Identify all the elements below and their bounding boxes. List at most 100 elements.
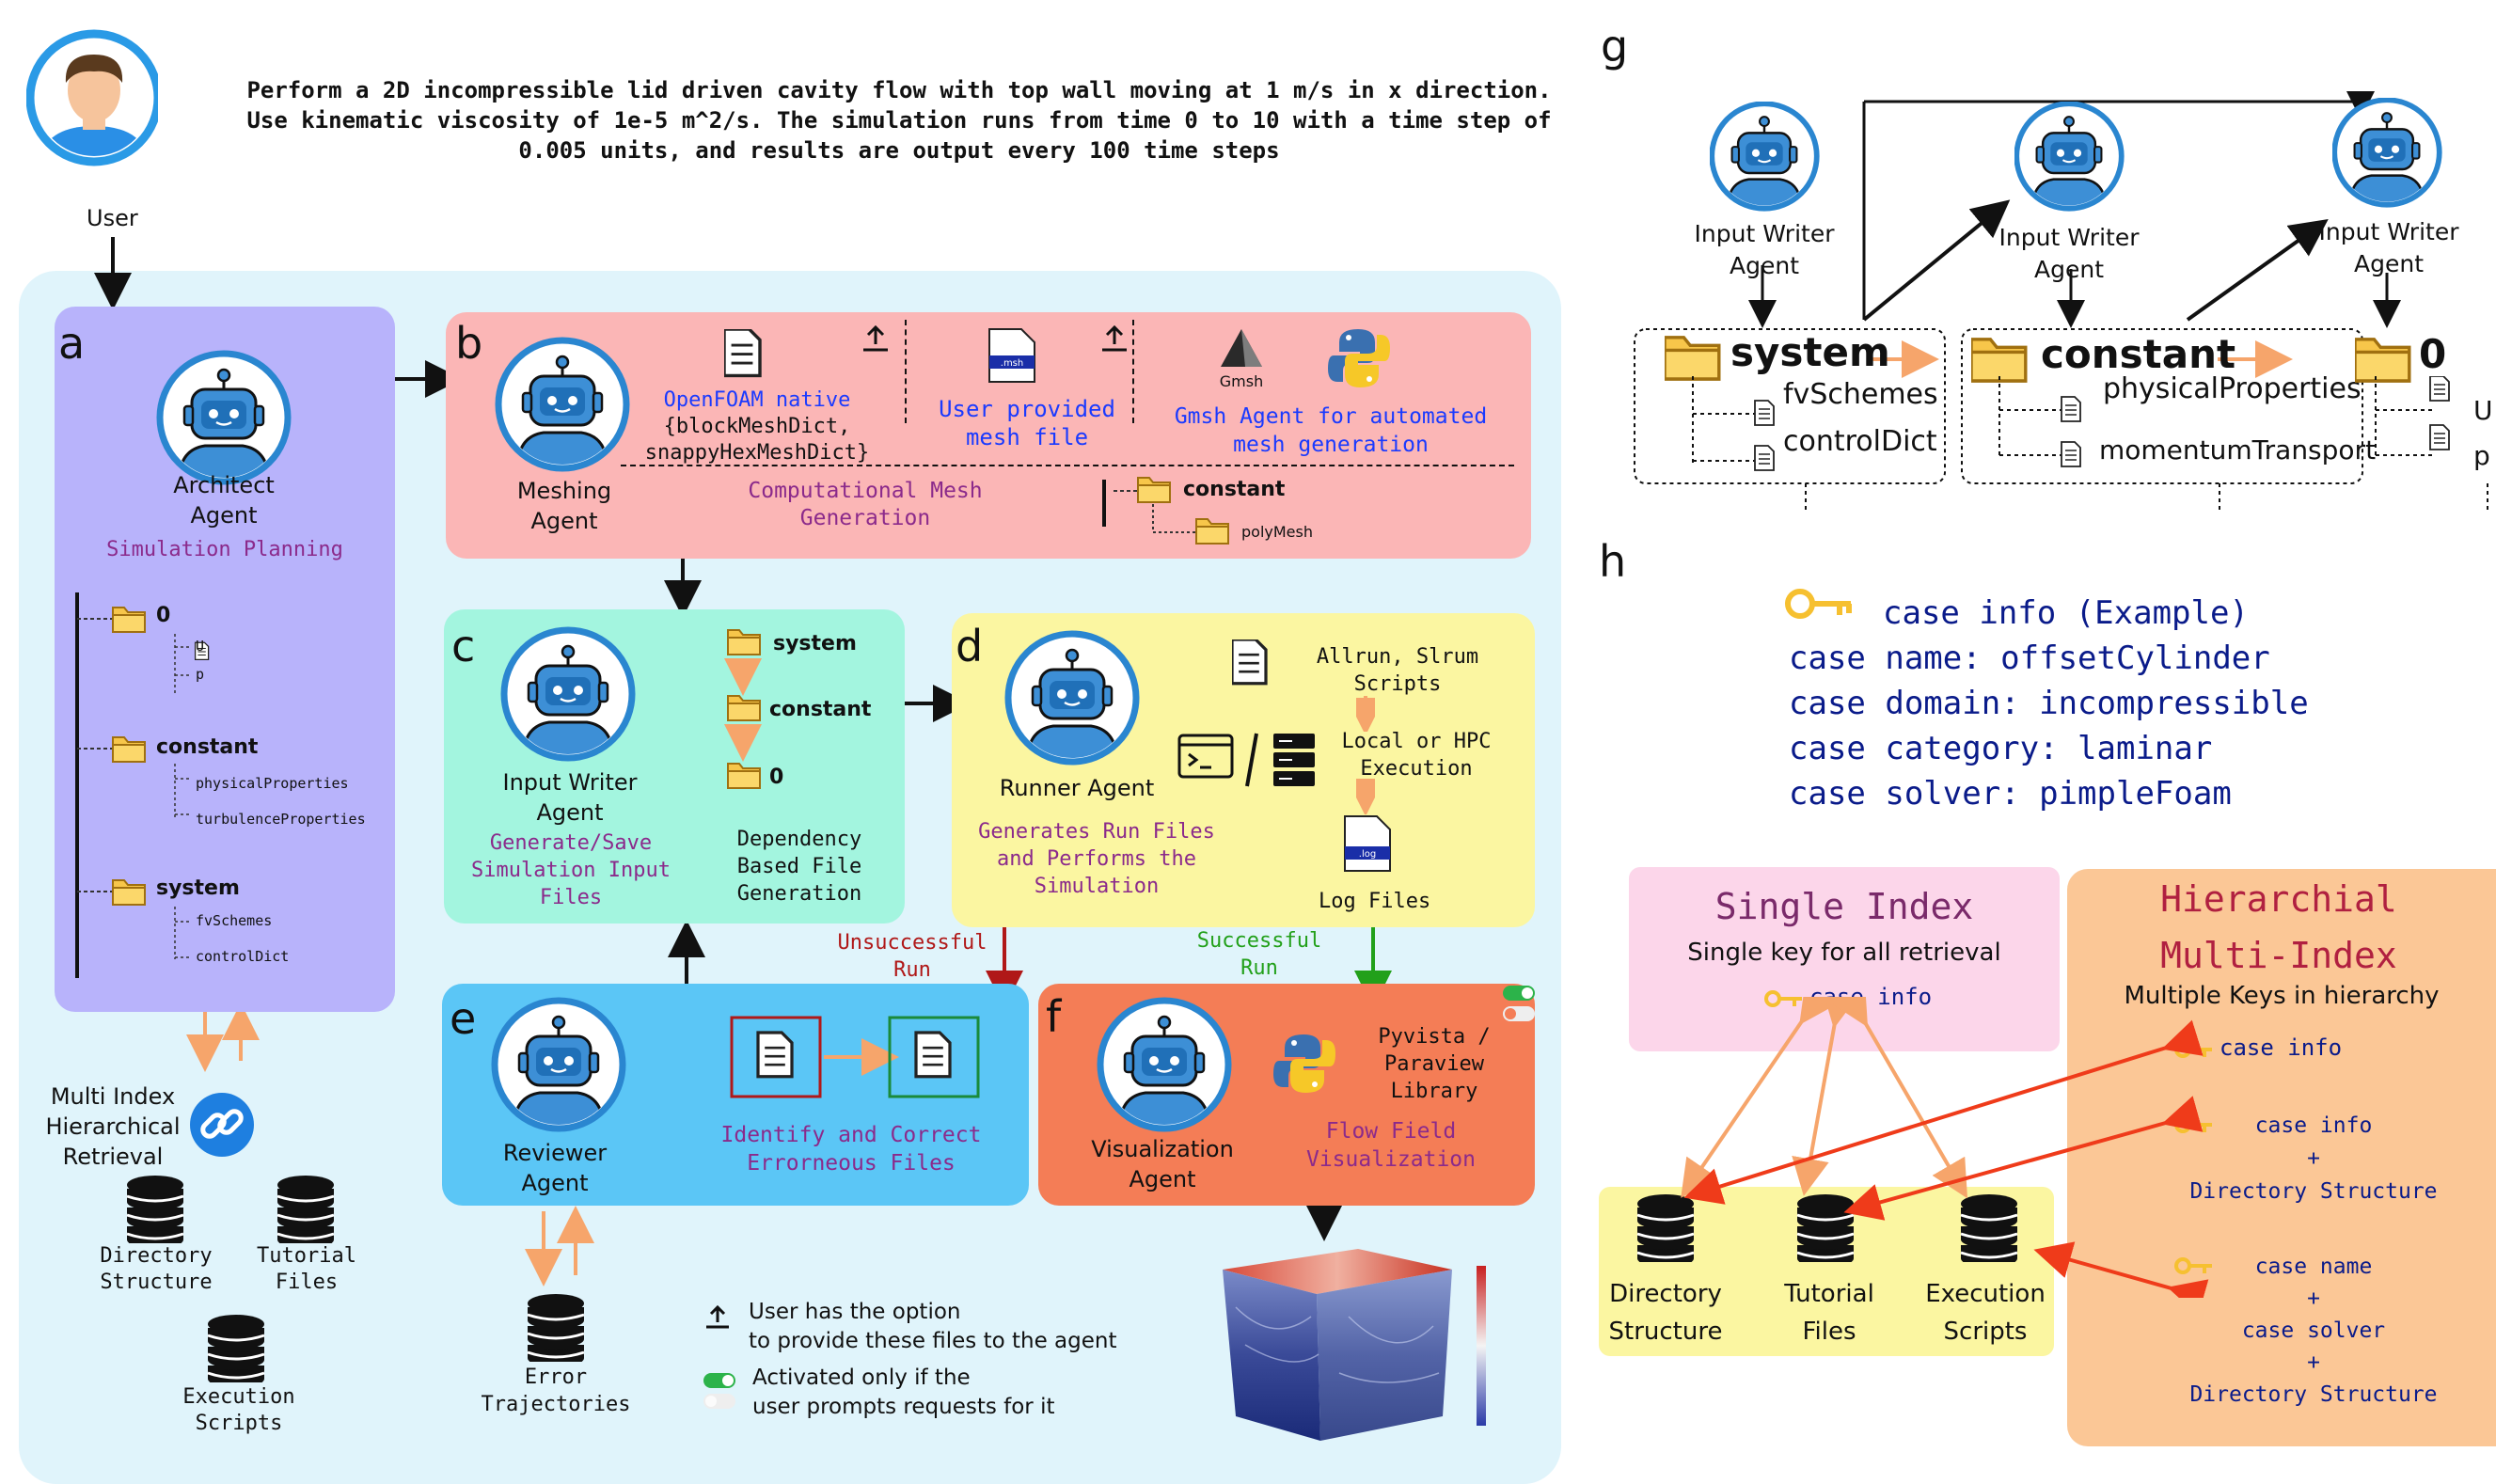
user-prompt: Perform a 2D incompressible lid driven c… <box>246 77 1552 164</box>
g-file-u: U <box>2473 395 2493 426</box>
tutorial-files-db-icon <box>276 1176 336 1243</box>
single-index-title: Single Index <box>1714 886 1974 927</box>
c-folder-system: system <box>773 632 857 655</box>
log-file-icon: .log <box>1344 815 1391 872</box>
a-file-controldict: controlDict <box>196 948 290 965</box>
b-divider-2 <box>1132 320 1134 423</box>
h-retrieval-arrows <box>1681 997 2209 1298</box>
a-folder-0: 0 <box>156 604 171 627</box>
script-doc-icon <box>1232 639 1268 686</box>
upload-icon-2 <box>1102 324 1127 352</box>
b-constant-tree <box>1102 477 1229 545</box>
a-file-p: p <box>196 666 205 683</box>
g-system-tree <box>1692 376 1775 471</box>
d-arrow-1 <box>1356 696 1375 732</box>
b-constant-folder: constant <box>1183 478 1286 501</box>
g-constant-tree <box>1998 376 2081 467</box>
flow-field-render <box>1223 1249 1486 1441</box>
correct-files-icons <box>730 1016 980 1098</box>
document-icon <box>724 329 762 378</box>
panel-f-letter: f <box>1046 991 1062 1042</box>
visualization-agent-icon <box>1095 995 1236 1136</box>
link-icon <box>190 1093 254 1157</box>
error-trajectories-db-icon <box>526 1294 586 1362</box>
b-hline <box>621 465 1514 466</box>
a-folder-constant: constant <box>156 735 259 759</box>
multi-key-2: case info+Directory Structure <box>2189 1113 2438 1204</box>
panel-h-letter: h <box>1599 536 1627 587</box>
gmsh-logo-icon <box>1221 329 1262 367</box>
panel-d-letter: d <box>956 621 984 671</box>
c-folder-0: 0 <box>769 766 784 789</box>
svg-text:.msh: .msh <box>1001 358 1023 369</box>
panel-a-tree <box>75 592 210 978</box>
d-arrow-2 <box>1356 779 1375 814</box>
g-folder-system-icon <box>1665 336 1721 381</box>
legend-upload-icon <box>706 1304 729 1329</box>
a-file-fvschemes: fvSchemes <box>196 912 273 929</box>
g-zero-tree <box>2375 376 2450 457</box>
upload-icon <box>863 324 888 352</box>
multi-key-1: case info <box>2220 1034 2343 1061</box>
b-divider-1 <box>905 320 907 423</box>
g-file-fvschemes: fvSchemes <box>1783 378 1938 411</box>
g-file-physicalproperties: physicalProperties <box>2103 372 2362 405</box>
a-file-u: U <box>196 638 205 655</box>
a-file-turbulenceproperties: turbulenceProperties <box>196 811 366 828</box>
multi-index-subtitle: Multiple Keys in hierarchy <box>2124 982 2440 1010</box>
multi-key-3: case name+case solver+Directory Structur… <box>2189 1255 2438 1407</box>
key-icon <box>1785 589 1852 619</box>
g-file-p: p <box>2473 440 2490 471</box>
user-avatar <box>26 29 158 166</box>
g-agent-icon-1 <box>1710 102 1823 214</box>
toggle-icon <box>1503 986 1535 1021</box>
msh-file-icon: .msh <box>988 328 1035 383</box>
directory-structure-db-icon <box>125 1176 185 1243</box>
g-folder-constant: constant <box>2041 331 2236 377</box>
runner-agent-icon <box>1003 628 1144 769</box>
c-folder-chain <box>724 629 762 789</box>
panel-c-letter: c <box>451 621 476 671</box>
panel-g-diagram <box>1634 91 2488 512</box>
g-file-controldict: controlDict <box>1783 425 1937 458</box>
user-label: User <box>87 205 138 231</box>
b-polymesh-folder: polyMesh <box>1241 523 1313 541</box>
python-logo-icon-2 <box>1273 1034 1335 1093</box>
input-writer-agent-icon <box>498 624 640 766</box>
panel-b-letter: b <box>455 318 483 369</box>
case-info-example: case info (Example) case name: offsetCyl… <box>1789 594 2309 813</box>
a-file-physicalproperties: physicalProperties <box>196 775 349 792</box>
architect-agent-icon <box>154 348 295 489</box>
runner-agent-label: Runner Agent <box>999 775 1155 801</box>
panel-e-letter: e <box>450 993 477 1044</box>
a-folder-system: system <box>156 876 240 900</box>
terminal-server-icon <box>1177 733 1315 787</box>
